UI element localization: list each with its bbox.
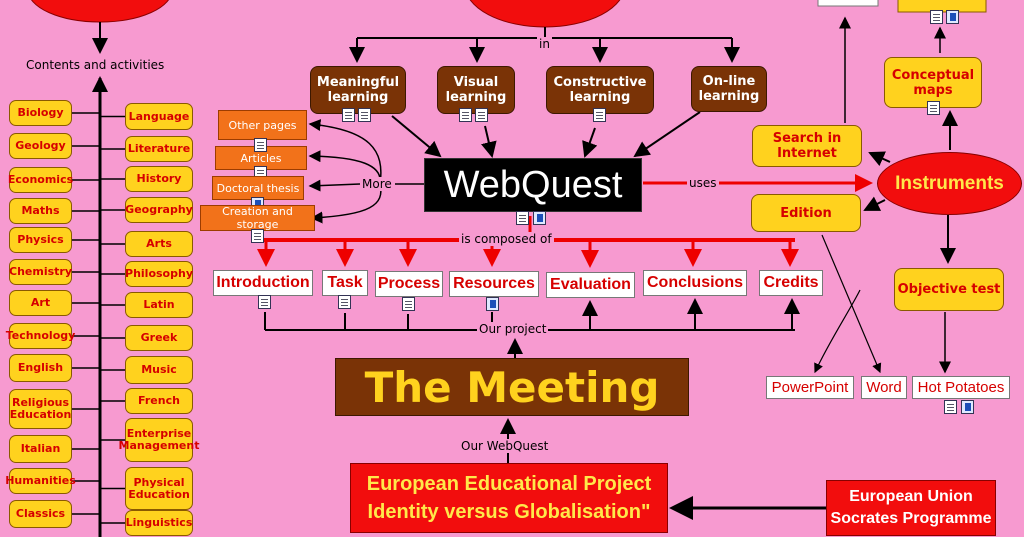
document-icon[interactable] (930, 10, 943, 24)
subject-english[interactable]: English (9, 354, 72, 382)
network-icon[interactable] (486, 297, 499, 311)
subject-music[interactable]: Music (125, 356, 193, 384)
document-icon[interactable] (459, 108, 472, 122)
more-doctoral-thesis[interactable]: Doctoral thesis (212, 176, 304, 200)
instrument-objective-test[interactable]: Objective test (894, 268, 1004, 311)
composed-label: is composed of (459, 232, 554, 246)
document-icon[interactable] (254, 138, 267, 152)
uses-label: uses (687, 176, 719, 190)
subject-language[interactable]: Language (125, 103, 193, 130)
document-icon[interactable] (944, 400, 957, 414)
tool-word[interactable]: Word (861, 376, 907, 399)
meeting-title[interactable]: The Meeting (335, 358, 689, 416)
component-credits[interactable]: Credits (759, 270, 823, 296)
document-icon[interactable] (516, 211, 529, 225)
instruments-node[interactable]: Instruments (877, 152, 1022, 215)
webquest-center[interactable]: WebQuest (424, 158, 642, 212)
subject-chemistry[interactable]: Chemistry (9, 259, 72, 285)
grid-icon[interactable] (533, 211, 546, 225)
component-evaluation[interactable]: Evaluation (546, 272, 635, 298)
more-other-pages[interactable]: Other pages (218, 110, 307, 140)
document-icon[interactable] (475, 108, 488, 122)
subject-geology[interactable]: Geology (9, 133, 72, 159)
learning-online[interactable]: On-line learning (691, 66, 767, 112)
subject-enterprise-management[interactable]: Enterprise Management (119, 418, 200, 462)
subject-humanities[interactable]: Humanities (5, 468, 76, 494)
component-conclusions[interactable]: Conclusions (643, 270, 747, 296)
more-label: More (360, 177, 394, 191)
subject-literature[interactable]: Literature (125, 136, 193, 162)
subject-french[interactable]: French (125, 388, 193, 414)
in-label: in (537, 37, 552, 51)
hot-potatoes-icon[interactable] (946, 10, 959, 24)
subject-classics[interactable]: Classics (9, 500, 72, 528)
subject-religious-education[interactable]: Religious Education (9, 389, 72, 429)
our-webquest-label: Our WebQuest (459, 439, 551, 453)
document-icon[interactable] (258, 295, 271, 309)
subject-linguistics[interactable]: Linguistics (125, 510, 193, 536)
subject-history[interactable]: History (125, 166, 193, 192)
subject-biology[interactable]: Biology (9, 100, 72, 126)
subject-geography[interactable]: Geography (125, 197, 193, 223)
subject-philosophy[interactable]: Philosophy (125, 261, 193, 287)
subject-latin[interactable]: Latin (125, 292, 193, 318)
subject-art[interactable]: Art (9, 290, 72, 316)
instrument-edition[interactable]: Edition (751, 194, 861, 232)
learning-meaningful[interactable]: Meaningful learning (310, 66, 406, 114)
document-icon[interactable] (927, 101, 940, 115)
component-introduction[interactable]: Introduction (213, 270, 313, 296)
instrument-conceptual-maps[interactable]: Conceptual maps (884, 57, 982, 108)
learning-constructive[interactable]: Constructive learning (546, 66, 654, 114)
subject-physics[interactable]: Physics (9, 227, 72, 253)
eu-programme-box[interactable]: European Union Socrates Programme (826, 480, 996, 536)
subject-economics[interactable]: Economics (8, 167, 73, 193)
project-box[interactable]: European Educational Project Identity ve… (350, 463, 668, 533)
subject-maths[interactable]: Maths (9, 198, 72, 224)
document-icon[interactable] (251, 229, 264, 243)
document-icon[interactable] (593, 108, 606, 122)
document-icon[interactable] (402, 297, 415, 311)
component-resources[interactable]: Resources (449, 271, 539, 297)
document-icon[interactable] (358, 108, 371, 122)
subject-greek[interactable]: Greek (125, 325, 193, 351)
hot-potatoes-icon[interactable] (961, 400, 974, 414)
tool-hot-potatoes[interactable]: Hot Potatoes (912, 376, 1010, 399)
instrument-search-internet[interactable]: Search in Internet (752, 125, 862, 167)
our-project-label: Our project (477, 322, 549, 336)
subject-italian[interactable]: Italian (9, 435, 72, 463)
subject-technology[interactable]: Technology (6, 323, 75, 349)
component-process[interactable]: Process (375, 271, 443, 297)
component-task[interactable]: Task (322, 270, 368, 296)
more-creation-storage[interactable]: Creation and storage (200, 205, 315, 231)
tool-powerpoint[interactable]: PowerPoint (766, 376, 854, 399)
subject-physical-education[interactable]: Physical Education (125, 467, 193, 510)
learning-visual[interactable]: Visual learning (437, 66, 515, 114)
contents-label: Contents and activities (24, 58, 167, 72)
document-icon[interactable] (342, 108, 355, 122)
document-icon[interactable] (338, 295, 351, 309)
subject-arts[interactable]: Arts (125, 231, 193, 257)
